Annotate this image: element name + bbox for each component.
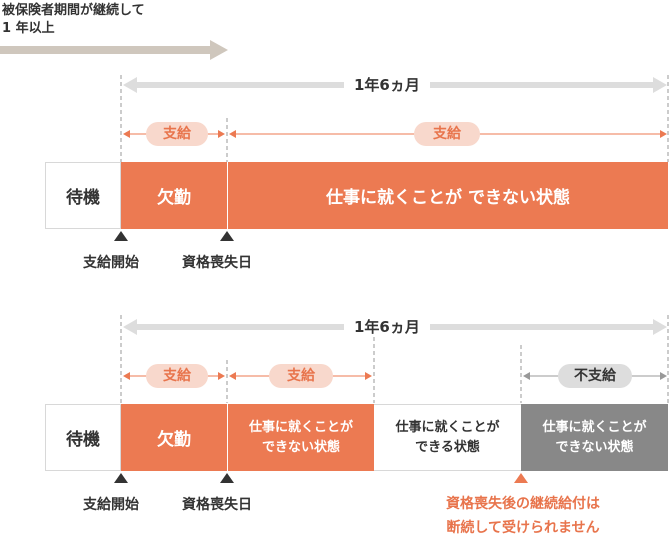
bottom-marker-loss-label: 資格喪失日	[182, 497, 252, 513]
top-unable-cell: 仕事に就くことが できない状態	[227, 162, 668, 229]
marker-start-icon	[114, 473, 128, 483]
top-pay-pill-2: 支給	[414, 122, 480, 146]
top-wait-cell: 待機	[45, 162, 121, 229]
bottom-unable-cell-2-line-1: 仕事に就くことが	[542, 419, 647, 435]
top-marker-start-label: 支給開始	[83, 255, 139, 271]
bottom-unable-cell-1: 仕事に就くことが できない状態	[227, 404, 374, 471]
continuation-arrow	[0, 40, 228, 60]
marker-loss-icon	[220, 231, 234, 241]
marker-loss-icon	[220, 473, 234, 483]
bottom-nopay-pill: 不支給	[558, 364, 632, 388]
marker-start-icon	[114, 231, 128, 241]
bottom-markers	[114, 473, 528, 483]
top-guide-lines	[120, 75, 669, 162]
discontinuity-note: 資格喪失後の継続給付は 断続して受けられません	[418, 492, 628, 540]
caption-line-1: 被保険者期間が継続して	[2, 3, 145, 18]
bottom-able-cell-line-2: できる状態	[415, 439, 480, 455]
bottom-wait-cell: 待機	[45, 404, 121, 471]
bottom-pay-pill-2: 支給	[269, 364, 333, 388]
eligibility-caption: 被保険者期間が継続して 1 年以上	[2, 2, 145, 38]
top-markers	[114, 231, 234, 241]
bottom-unable-cell-2: 仕事に就くことが できない状態	[521, 404, 668, 471]
note-line-2: 断続して受けられません	[446, 520, 600, 536]
top-pay-pill-1: 支給	[146, 122, 208, 146]
top-period-label: 1年6ヵ月	[344, 75, 430, 95]
bottom-unable-cell-1-line-2: できない状態	[261, 439, 340, 455]
marker-note-icon	[514, 473, 528, 483]
bottom-able-cell-line-1: 仕事に就くことが	[395, 419, 500, 435]
bottom-unable-cell-2-line-2: できない状態	[555, 439, 634, 455]
bottom-guide-lines	[120, 315, 669, 403]
top-marker-loss-label: 資格喪失日	[182, 255, 252, 271]
bottom-period-label: 1年6ヵ月	[344, 317, 430, 337]
bottom-pay-pill-1: 支給	[146, 364, 208, 388]
top-absence-cell: 欠勤	[121, 162, 227, 229]
bottom-marker-start-label: 支給開始	[83, 497, 139, 513]
bottom-absence-cell: 欠勤	[121, 404, 227, 471]
bottom-able-cell: 仕事に就くことが できる状態	[374, 404, 521, 471]
note-line-1: 資格喪失後の継続給付は	[446, 496, 600, 512]
caption-line-2: 1 年以上	[2, 21, 55, 36]
bottom-unable-cell-1-line-1: 仕事に就くことが	[248, 419, 353, 435]
